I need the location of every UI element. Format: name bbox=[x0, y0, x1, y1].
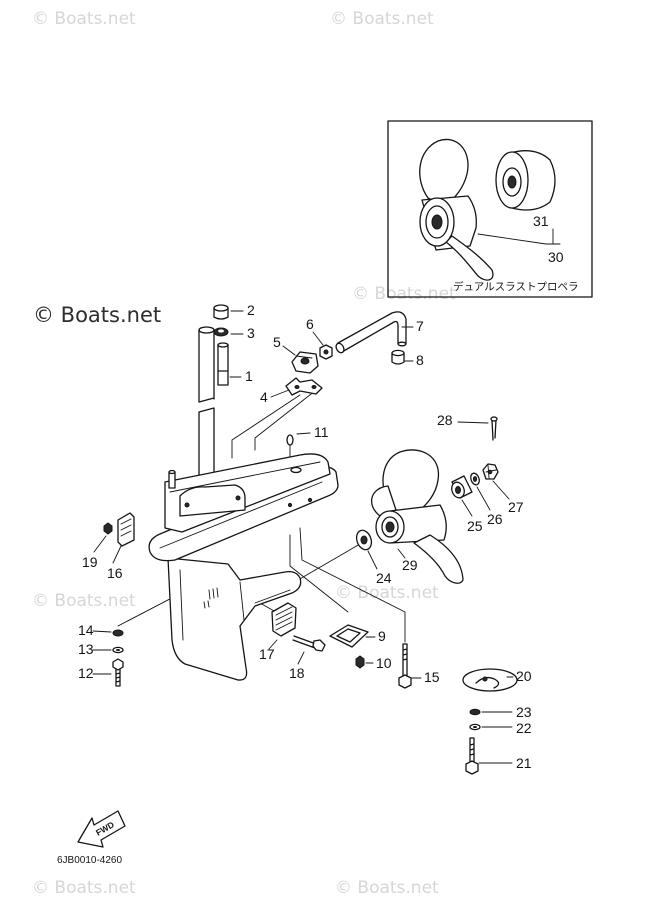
callout-8: 8 bbox=[416, 352, 424, 368]
callout-29: 29 bbox=[402, 557, 418, 573]
watermark: © Boats.net bbox=[335, 583, 439, 603]
leader-19 bbox=[93, 535, 107, 553]
part-15-bolt bbox=[398, 643, 412, 689]
part-19-screw bbox=[103, 522, 113, 535]
callout-1: 1 bbox=[245, 368, 253, 384]
callout-7: 7 bbox=[416, 318, 424, 334]
leader-14 bbox=[92, 630, 112, 633]
part-16-anode bbox=[117, 512, 135, 547]
part-14-washer bbox=[112, 629, 124, 637]
callout-25: 25 bbox=[467, 518, 483, 534]
leader-6 bbox=[312, 331, 324, 346]
callout-17: 17 bbox=[259, 646, 275, 662]
callout-30: 30 bbox=[548, 249, 564, 265]
part-20-anode-plate bbox=[462, 668, 518, 692]
inset-leader bbox=[477, 228, 561, 245]
callout-12: 12 bbox=[78, 665, 94, 681]
leader-4 bbox=[270, 389, 290, 398]
leader-5 bbox=[282, 345, 296, 356]
leader-29 bbox=[397, 548, 406, 559]
leader-17 bbox=[268, 639, 278, 650]
part-29-propeller bbox=[370, 449, 464, 584]
watermark-layer: © Boats.net © Boats.net © Boats.net © Bo… bbox=[32, 9, 456, 898]
part-6-nut bbox=[319, 344, 333, 360]
part-21-bolt bbox=[465, 737, 479, 775]
callout-11: 11 bbox=[314, 424, 329, 440]
drawing-code: 6JB0010-4260 bbox=[57, 855, 122, 866]
callout-26: 26 bbox=[487, 511, 503, 527]
leader-28 bbox=[457, 421, 489, 424]
leader-24 bbox=[367, 550, 378, 570]
callout-14: 14 bbox=[78, 622, 94, 638]
part-13-washer bbox=[112, 646, 124, 654]
inset-caption: デュアルスラストプロペラ bbox=[453, 280, 578, 293]
fwd-arrow-icon: FWD bbox=[77, 810, 126, 848]
inset-frame bbox=[387, 120, 593, 298]
watermark: © Boats.net bbox=[32, 878, 136, 898]
part-1-drive-shaft bbox=[217, 342, 229, 386]
callout-5: 5 bbox=[273, 334, 281, 350]
watermark: © Boats.net bbox=[330, 9, 434, 29]
leader-11 bbox=[296, 432, 311, 435]
part-28-cotter-pin bbox=[490, 416, 498, 441]
callout-3: 3 bbox=[247, 325, 255, 341]
callout-16: 16 bbox=[107, 565, 123, 581]
callout-19: 19 bbox=[82, 554, 98, 570]
part-9-cover bbox=[329, 624, 369, 648]
part-24-thrust-washer bbox=[355, 529, 373, 551]
callout-22: 22 bbox=[516, 720, 532, 736]
part-4-plate bbox=[285, 377, 323, 396]
part-23-washer bbox=[469, 708, 481, 716]
callout-10: 10 bbox=[376, 655, 392, 671]
watermark-main: © Boats.net bbox=[33, 303, 161, 327]
leader-27 bbox=[492, 480, 510, 500]
callout-13: 13 bbox=[78, 641, 94, 657]
callout-27: 27 bbox=[508, 499, 524, 515]
leader-16 bbox=[112, 545, 122, 564]
part-25-spacer bbox=[451, 475, 473, 499]
leader-25 bbox=[461, 499, 473, 517]
inset-propeller bbox=[419, 138, 494, 281]
part-22-washer bbox=[469, 723, 481, 731]
callout-23: 23 bbox=[516, 704, 532, 720]
part-27-nut bbox=[482, 463, 499, 480]
part-7-water-pipe bbox=[335, 311, 407, 354]
part-11-pin bbox=[286, 434, 294, 446]
part-5-bracket bbox=[291, 351, 319, 374]
leader-18 bbox=[297, 651, 305, 665]
callout-31: 31 bbox=[533, 213, 549, 229]
callout-24: 24 bbox=[376, 570, 392, 586]
part-26-washer bbox=[470, 472, 480, 486]
part-10-screw bbox=[355, 655, 365, 669]
callout-4: 4 bbox=[260, 389, 268, 405]
callout-15: 15 bbox=[424, 669, 440, 685]
callout-20: 20 bbox=[516, 668, 532, 684]
inset-box: 31 30 デュアルスラストプロペラ bbox=[387, 120, 593, 298]
leader-26 bbox=[476, 486, 491, 511]
drive-shaft-tube bbox=[198, 326, 215, 497]
inset-part-31 bbox=[495, 150, 556, 211]
part-17-trim-tab bbox=[271, 602, 297, 637]
watermark: © Boats.net bbox=[352, 284, 456, 304]
part-8-grommet bbox=[391, 349, 405, 365]
callout-28: 28 bbox=[437, 412, 453, 428]
callout-2: 2 bbox=[247, 302, 255, 318]
callout-21: 21 bbox=[516, 755, 532, 771]
part-12-bolt bbox=[112, 658, 124, 687]
part-3-seal bbox=[213, 327, 229, 337]
callout-18: 18 bbox=[289, 665, 305, 681]
callout-9: 9 bbox=[378, 628, 386, 644]
watermark: © Boats.net bbox=[32, 9, 136, 29]
part-2-bushing bbox=[213, 304, 229, 320]
lower-unit-housing bbox=[148, 453, 339, 681]
part-18-bolt bbox=[292, 635, 326, 652]
callout-6: 6 bbox=[306, 316, 314, 332]
watermark: © Boats.net bbox=[335, 878, 439, 898]
watermark: © Boats.net bbox=[32, 591, 136, 611]
